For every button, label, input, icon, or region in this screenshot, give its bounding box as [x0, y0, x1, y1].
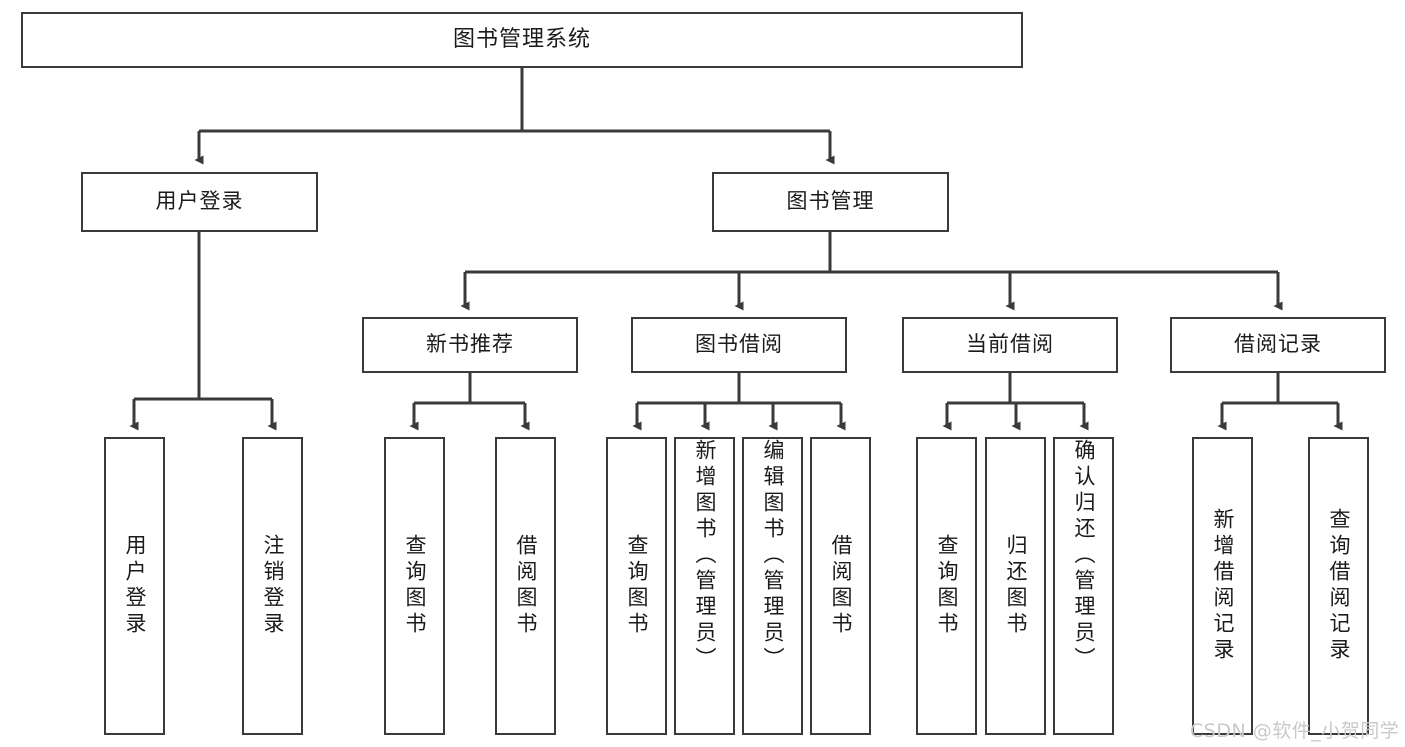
node-label: 图书管理 — [786, 189, 875, 214]
node-label: 新书推荐 — [426, 332, 514, 357]
leaf-label: 查询图书 — [625, 534, 649, 638]
node-label: 图书管理系统 — [452, 26, 591, 52]
leaf-label: 借阅图书 — [514, 534, 538, 638]
leaf-label: 注销登录 — [261, 534, 285, 638]
leaf-user-login-logout[interactable]: 注销登录 — [242, 437, 303, 735]
node-root-book-management-system[interactable]: 图书管理系统 — [21, 12, 1023, 68]
leaf-label: 查询借阅记录 — [1327, 508, 1351, 664]
leaf-new-book-query-book[interactable]: 查询图书 — [384, 437, 445, 735]
leaf-label: 确认归还（管理员） — [1072, 439, 1096, 673]
leaf-book-borrow-add-book-admin[interactable]: 新增图书（管理员） — [674, 437, 735, 735]
node-current-borrow[interactable]: 当前借阅 — [902, 317, 1118, 373]
leaf-user-login-login[interactable]: 用户登录 — [104, 437, 165, 735]
leaf-borrow-record-query-record[interactable]: 查询借阅记录 — [1308, 437, 1369, 735]
leaf-label: 查询图书 — [935, 534, 959, 638]
node-user-login[interactable]: 用户登录 — [81, 172, 318, 232]
leaf-book-borrow-edit-book-admin[interactable]: 编辑图书（管理员） — [742, 437, 803, 735]
node-book-borrow[interactable]: 图书借阅 — [631, 317, 847, 373]
leaf-current-borrow-confirm-return-admin[interactable]: 确认归还（管理员） — [1053, 437, 1114, 735]
watermark-text: CSDN @软件_小贺同学 — [1190, 720, 1400, 742]
leaf-label: 用户登录 — [123, 534, 147, 638]
leaf-label: 归还图书 — [1004, 534, 1028, 638]
leaf-borrow-record-add-record[interactable]: 新增借阅记录 — [1192, 437, 1253, 735]
node-label: 借阅记录 — [1234, 332, 1322, 357]
node-label: 图书借阅 — [695, 332, 783, 357]
leaf-current-borrow-query-book[interactable]: 查询图书 — [916, 437, 977, 735]
node-book-management[interactable]: 图书管理 — [712, 172, 949, 232]
node-label: 用户登录 — [155, 189, 244, 214]
leaf-label: 借阅图书 — [829, 534, 853, 638]
leaf-label: 查询图书 — [403, 534, 427, 638]
leaf-label: 新增借阅记录 — [1211, 508, 1235, 664]
leaf-book-borrow-borrow-book[interactable]: 借阅图书 — [810, 437, 871, 735]
leaf-label: 编辑图书（管理员） — [761, 439, 785, 673]
node-borrow-record[interactable]: 借阅记录 — [1170, 317, 1386, 373]
leaf-new-book-borrow-book[interactable]: 借阅图书 — [495, 437, 556, 735]
leaf-book-borrow-query-book[interactable]: 查询图书 — [606, 437, 667, 735]
node-label: 当前借阅 — [966, 332, 1054, 357]
node-new-book-recommend[interactable]: 新书推荐 — [362, 317, 578, 373]
leaf-current-borrow-return-book[interactable]: 归还图书 — [985, 437, 1046, 735]
leaf-label: 新增图书（管理员） — [693, 439, 717, 673]
